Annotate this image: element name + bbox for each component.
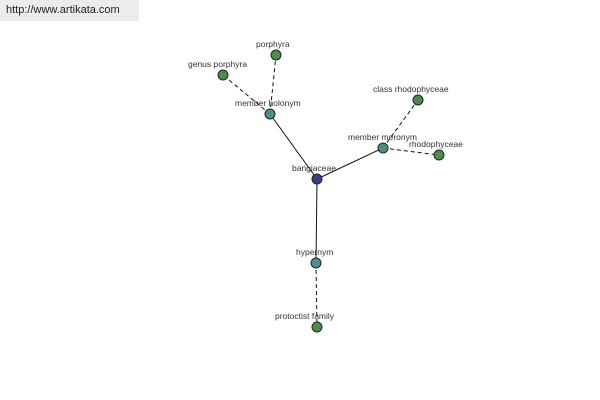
node-label-genus-porphyra[interactable]: genus porphyra — [188, 59, 247, 69]
edge-hypernym-to-protoctist-family — [315, 262, 318, 328]
node-hypernym[interactable] — [310, 257, 322, 269]
site-url-banner[interactable]: http://www.artikata.com — [0, 0, 139, 21]
node-label-porphyra[interactable]: porphyra — [256, 39, 290, 49]
node-label-member-holonym[interactable]: member holonym — [235, 98, 301, 108]
node-label-rhodophyceae[interactable]: rhodophyceae — [409, 139, 463, 149]
node-label-protoctist-family[interactable]: protoctist family — [275, 311, 335, 321]
edge-member-meronym-to-rhodophyceae — [382, 147, 440, 156]
graph-labels: bangiaceae member holonym member meronym hy… — [188, 39, 463, 321]
edge-bangiaceae-to-member-meronym — [316, 147, 384, 180]
graph-edges — [222, 54, 440, 328]
node-rhodophyceae[interactable] — [433, 149, 445, 161]
node-label-bangiaceae[interactable]: bangiaceae — [292, 163, 336, 173]
site-url-text[interactable]: http://www.artikata.com — [6, 4, 120, 16]
node-bangiaceae[interactable] — [311, 173, 323, 185]
node-label-class-rhodophyceae[interactable]: class rhodophyceae — [373, 84, 449, 94]
node-porphyra[interactable] — [270, 49, 282, 61]
node-label-hypernym[interactable]: hypernym — [296, 247, 333, 257]
node-member-meronym[interactable] — [377, 142, 389, 154]
graph-nodes — [217, 49, 445, 333]
node-protoctist-family[interactable] — [311, 321, 323, 333]
edge-bangiaceae-to-hypernym — [315, 178, 318, 264]
node-label-member-meronym[interactable]: member meronym — [348, 132, 417, 142]
node-genus-porphyra[interactable] — [217, 69, 229, 81]
edge-bangiaceae-to-member-holonym — [269, 113, 318, 180]
node-member-holonym[interactable] — [264, 108, 276, 120]
edge-member-holonym-to-genus-porphyra — [222, 74, 271, 115]
node-class-rhodophyceae[interactable] — [412, 94, 424, 106]
edge-member-meronym-to-class-rhodophyceae — [382, 99, 419, 149]
edge-member-holonym-to-porphyra — [269, 54, 277, 115]
